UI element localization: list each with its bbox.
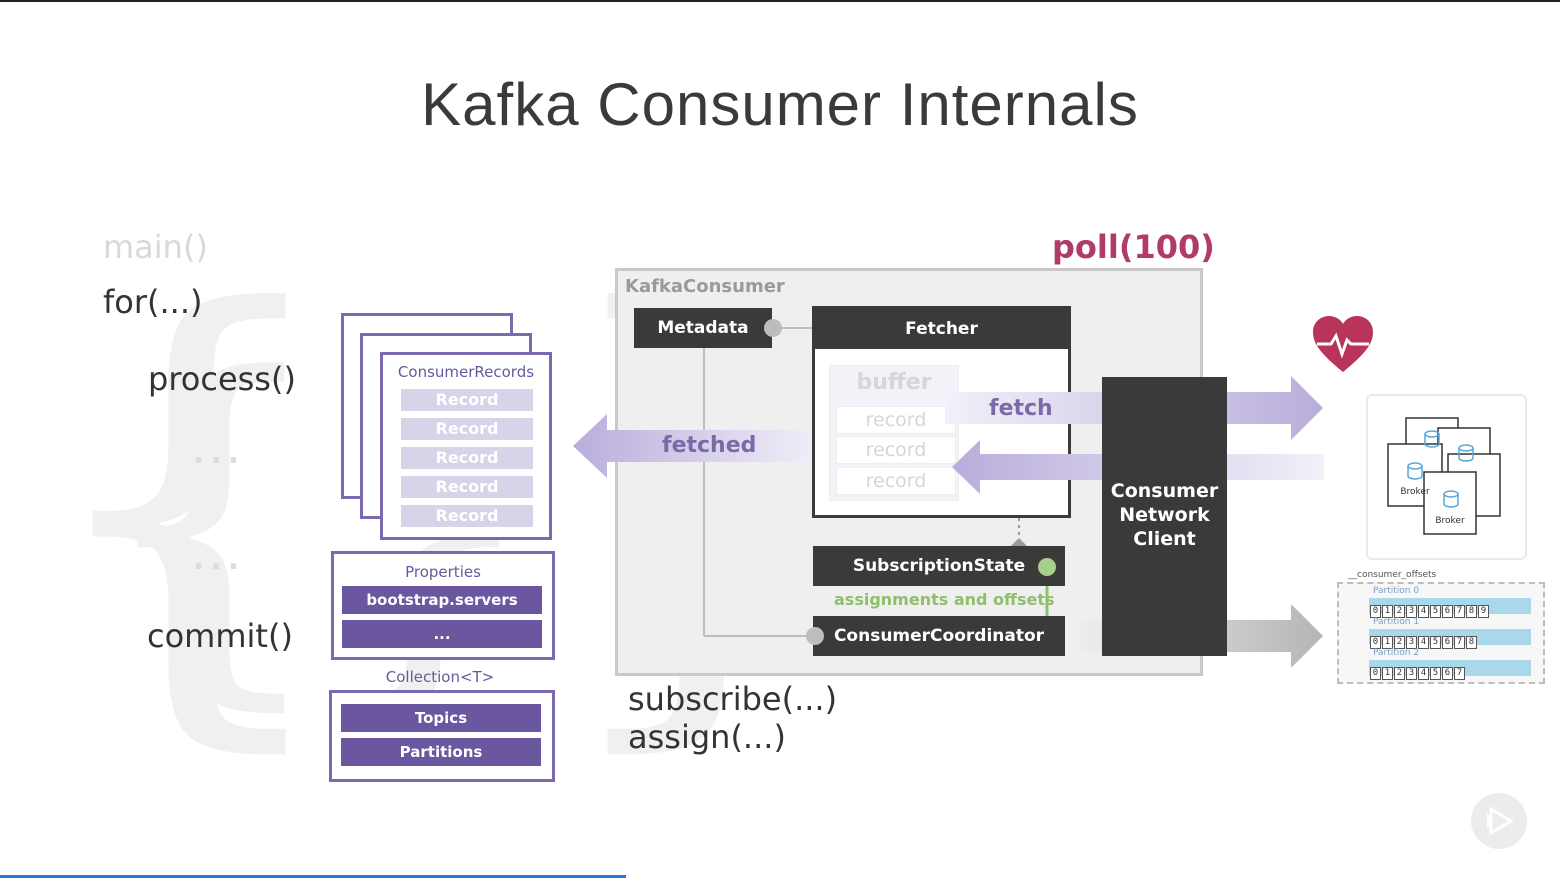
- slide-title: Kafka Consumer Internals: [421, 71, 1139, 138]
- partition-label: Partition 0: [1373, 586, 1420, 596]
- buffer-record: record: [836, 467, 956, 495]
- record-item: Record: [401, 447, 533, 469]
- commit-call: commit(): [147, 617, 293, 655]
- network-client-label: Consumer Network Client: [1110, 480, 1219, 550]
- subscription-connector-dot: [1038, 558, 1056, 576]
- ellipsis-2: ...: [193, 542, 246, 577]
- fetched-arrow: [573, 414, 813, 478]
- partition-label: Partition 1: [1373, 617, 1420, 627]
- record-item: Record: [401, 505, 533, 527]
- offsets-topic-label: __consumer_offsets: [1348, 570, 1437, 580]
- ellipsis-1: ...: [193, 436, 246, 471]
- buffer-record: record: [836, 436, 956, 464]
- partition-label: Partition 2: [1373, 648, 1420, 658]
- top-border: [0, 0, 1560, 2]
- record-item: Record: [401, 389, 533, 411]
- properties-panel: Properties bootstrap.servers ...: [331, 551, 555, 660]
- consumer-network-client: Consumer Network Client: [1102, 377, 1227, 656]
- fetcher-title: Fetcher: [815, 309, 1068, 349]
- broker-label: Broker: [1400, 487, 1430, 497]
- outer-brace-left: {: [30, 209, 349, 791]
- property-more: ...: [342, 620, 542, 648]
- property-bootstrap-servers: bootstrap.servers: [342, 586, 542, 614]
- play-button[interactable]: [1471, 793, 1527, 849]
- collection-topics: Topics: [341, 704, 541, 732]
- process-call: process(): [148, 360, 296, 398]
- collection-panel: Topics Partitions: [329, 690, 555, 782]
- fetched-label: fetched: [662, 433, 757, 458]
- consumer-coordinator-component: ConsumerCoordinator: [813, 616, 1065, 656]
- assignments-label: assignments and offsets: [834, 590, 1055, 609]
- subscription-state-component: SubscriptionState: [813, 546, 1065, 586]
- properties-title: Properties: [405, 563, 481, 581]
- collection-title: Collection<T>: [385, 668, 495, 686]
- heartbeat-icon: [1313, 316, 1373, 372]
- buffer-area: buffer record record record: [829, 365, 959, 501]
- main-call: main(): [103, 228, 208, 266]
- metadata-connector-dot: [764, 319, 782, 337]
- consumer-records-title: ConsumerRecords: [397, 363, 535, 381]
- for-loop: for(...): [103, 283, 203, 321]
- collection-partitions: Partitions: [341, 738, 541, 766]
- broker-label: Broker: [1435, 516, 1465, 526]
- broker-icons: [1387, 417, 1501, 535]
- progress-bar: [0, 875, 626, 878]
- consumer-records-card: ConsumerRecords Record Record Record Rec…: [380, 352, 552, 540]
- fetch-label: fetch: [989, 396, 1053, 421]
- subscribe-call: subscribe(...): [628, 680, 838, 718]
- buffer-record: record: [836, 406, 956, 434]
- inner-brace-left: {: [90, 298, 332, 741]
- coordinator-connector-dot: [806, 627, 824, 645]
- record-item: Record: [401, 418, 533, 440]
- play-icon: [1487, 806, 1514, 836]
- record-item: Record: [401, 476, 533, 498]
- metadata-component: Metadata: [634, 308, 772, 348]
- assign-call: assign(...): [628, 718, 786, 756]
- buffer-label: buffer: [856, 370, 932, 395]
- kafka-consumer-label: KafkaConsumer: [625, 276, 785, 297]
- poll-call: poll(100): [1052, 228, 1215, 266]
